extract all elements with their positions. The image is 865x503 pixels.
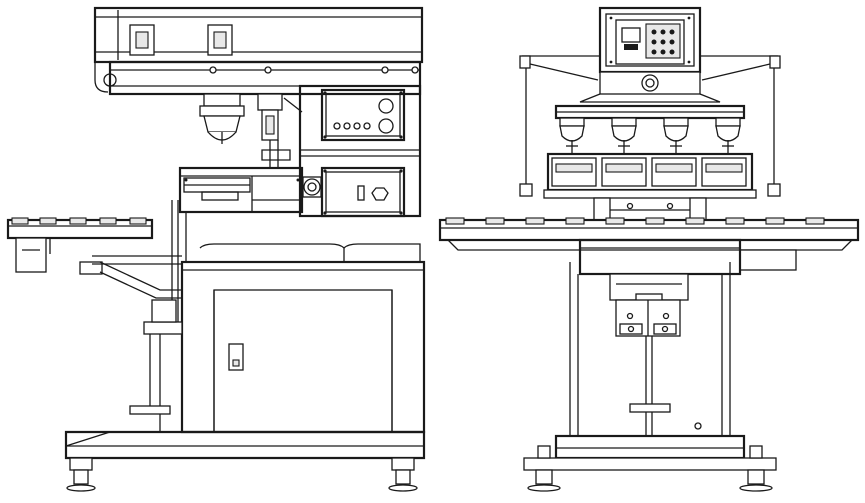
ink-cup-blocks: [543, 152, 757, 199]
cross-beam: [108, 60, 422, 96]
body-shoulder: [185, 212, 424, 263]
pad-heads: [559, 117, 741, 154]
base-and-feet: [64, 430, 426, 492]
print-head-assembly: [199, 93, 303, 168]
pad-head: [559, 117, 585, 154]
indexer-arm: [79, 200, 183, 432]
switch-panel: [302, 166, 406, 218]
front-stand: [569, 238, 742, 436]
side-view: [6, 6, 426, 492]
control-panel: [320, 88, 406, 142]
front-view: [438, 6, 860, 492]
front-base-and-feet: [523, 434, 777, 492]
pad-head: [663, 117, 689, 154]
front-control-cabinet: [598, 6, 702, 74]
pad-head: [715, 117, 741, 154]
pad-head: [611, 117, 637, 154]
head-housing: [93, 6, 424, 93]
rotary-table-side: [6, 217, 154, 273]
ink-plate-slide: [178, 166, 304, 214]
front-mid-posts: [593, 197, 707, 221]
front-head-frame: [519, 55, 781, 197]
rotary-table-front: [438, 217, 860, 271]
main-cabinet: [180, 260, 426, 434]
